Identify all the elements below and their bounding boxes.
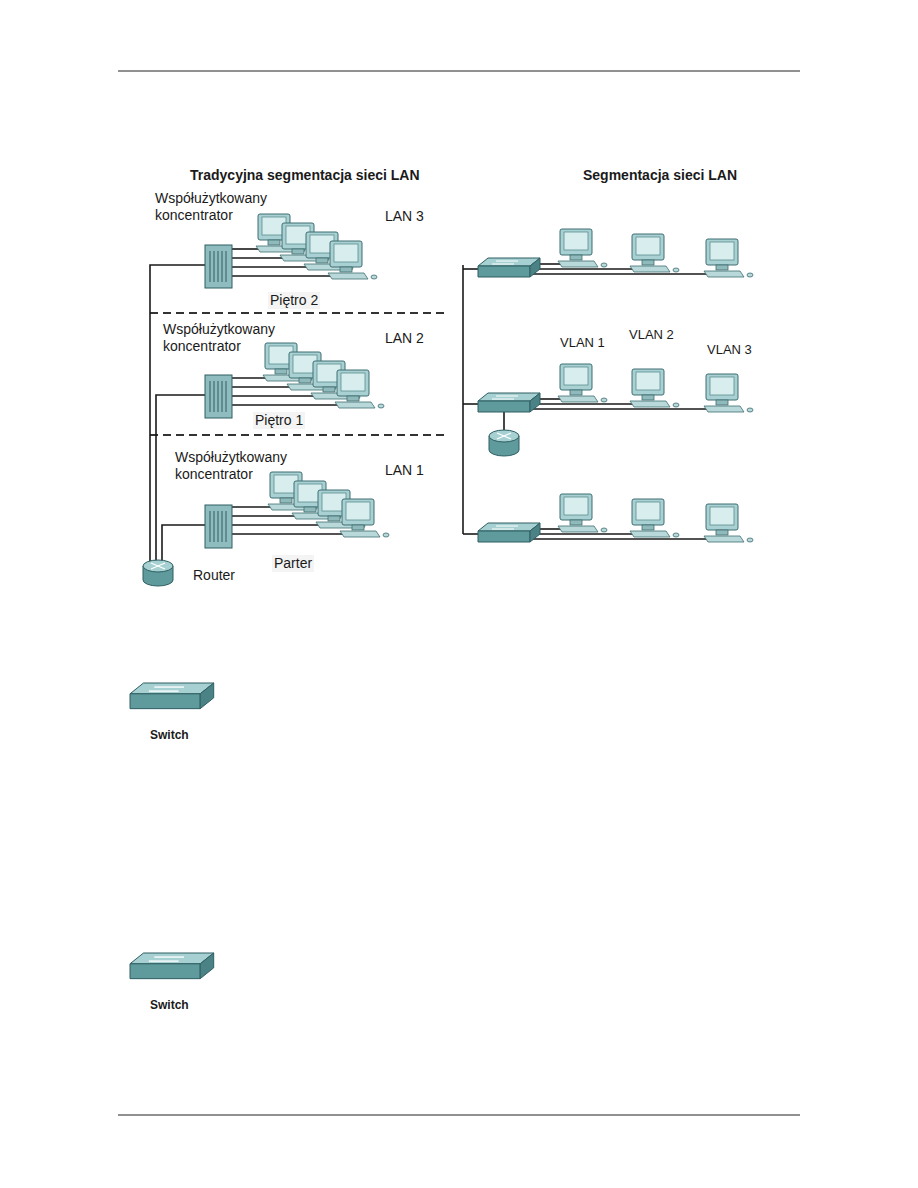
network-cable: [232, 395, 317, 397]
network-cable: [532, 538, 710, 540]
floor-label: Parter: [272, 555, 314, 572]
computer-icon: [704, 239, 753, 277]
switch-icon: [130, 683, 214, 709]
hub-icon: [205, 245, 232, 288]
computer-icon: [630, 234, 679, 272]
vlan-band-fill: [555, 192, 608, 590]
section-title: Segmentacja sieci LAN: [583, 167, 737, 184]
vlan-band: VLAN 2: [626, 207, 690, 550]
computer-icon: [340, 499, 389, 537]
header-rule: [118, 71, 800, 72]
network-cable: [232, 506, 274, 508]
network-cable: [503, 412, 505, 430]
switch-icon: [130, 953, 214, 979]
router-icon: [489, 430, 519, 456]
network-cable: [532, 268, 636, 270]
floor-label: Piętro 2: [268, 292, 320, 309]
icon-caption: Switch: [150, 997, 189, 1014]
computer-icon: [335, 370, 384, 408]
network-cable: [232, 524, 322, 526]
computer-icon: [558, 229, 607, 267]
switch-icon: [478, 393, 540, 412]
network-cable: [232, 404, 341, 406]
segment-label: LAN 2: [385, 330, 424, 347]
segment-label: VLAN 2: [629, 326, 674, 343]
network-cable: [232, 275, 334, 277]
lan-ellipse: LAN 3: [230, 196, 430, 300]
network-cable: [232, 266, 310, 268]
footer-rule: [118, 1115, 800, 1116]
floor-label: Piętro 1: [253, 412, 305, 429]
segment-label: LAN 1: [385, 462, 424, 479]
computer-icon: [328, 241, 377, 279]
lan-ellipse: LAN 1: [245, 450, 437, 554]
network-cable: [463, 403, 478, 405]
icon-caption: Switch: [150, 727, 189, 744]
router-icon: [143, 560, 173, 586]
network-cable: [232, 386, 293, 388]
hub-icon: [205, 505, 232, 548]
network-cable: [232, 377, 269, 379]
network-cable: [232, 533, 346, 535]
floor-divider: [150, 434, 445, 436]
vlan-band: VLAN 1: [555, 192, 608, 590]
device-label: Współużytkowany koncentrator: [155, 190, 287, 224]
device-label: Współużytkowany koncentrator: [175, 449, 307, 483]
device-label: Współużytkowany koncentrator: [163, 321, 295, 355]
computer-icon: [704, 504, 753, 542]
computer-icon: [630, 499, 679, 537]
vlan-band-fill: [626, 207, 690, 550]
network-cable: [462, 265, 464, 534]
network-cable: [532, 273, 710, 275]
segment-label: LAN 3: [385, 208, 424, 225]
switch-icon: [478, 258, 540, 277]
hub-icon: [205, 375, 232, 418]
computer-icon: [704, 374, 753, 412]
device-label: Router: [193, 567, 235, 584]
floor-divider: [150, 312, 445, 314]
section-title: Tradycyjna segmentacja sieci LAN: [190, 167, 420, 184]
segment-label: VLAN 3: [707, 341, 752, 358]
computer-icon: [558, 494, 607, 532]
network-cable: [150, 265, 205, 566]
vlan-band: VLAN 3: [697, 221, 763, 585]
network-cable: [532, 533, 636, 535]
computer-icon: [558, 364, 607, 402]
network-cable: [532, 403, 636, 405]
vlan-band-fill: [697, 221, 763, 585]
network-cable: [232, 257, 286, 259]
network-cable: [162, 525, 205, 566]
network-cable: [232, 515, 298, 517]
network-cable: [463, 268, 478, 270]
computer-icon: [630, 369, 679, 407]
network-cable: [463, 533, 478, 535]
network-cable: [532, 408, 710, 410]
switch-icon: [478, 523, 540, 542]
segment-label: VLAN 1: [560, 334, 605, 351]
